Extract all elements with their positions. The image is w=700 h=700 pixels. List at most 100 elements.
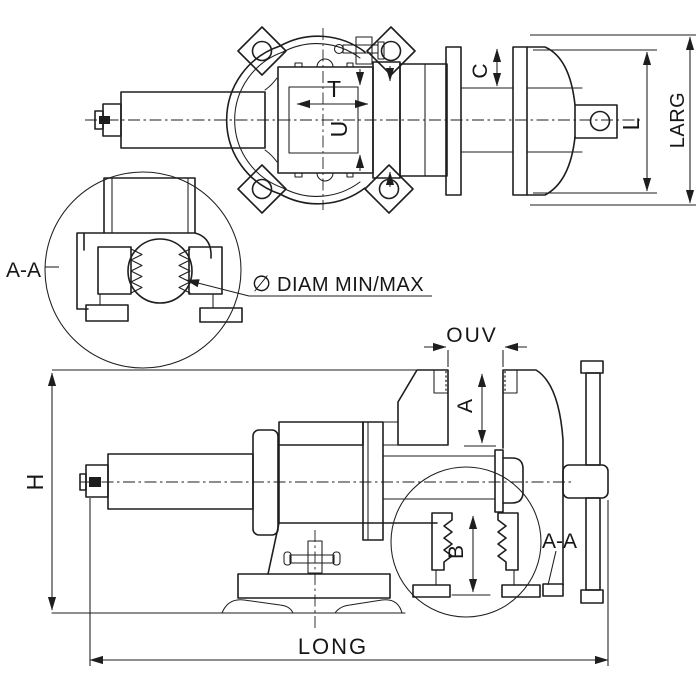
ext-lines-OUV <box>447 350 504 367</box>
top-view-dimensions: T U C L LARG <box>296 34 696 206</box>
dim-label-T: T <box>327 76 341 102</box>
rear-tongue-hole <box>589 110 611 132</box>
side-view-dimensions: OUV A B H LONG A-A <box>22 324 609 666</box>
mount-hole-bottom-left <box>251 178 273 200</box>
base-fillets <box>264 77 278 163</box>
base-top-arc-inner <box>282 43 361 59</box>
rear-anvil-tongue <box>574 104 618 139</box>
handle-knob-bottom <box>580 589 604 604</box>
top-edge-dome <box>316 58 334 68</box>
handle-rod-lower <box>585 497 601 591</box>
handle-rod-upper <box>585 372 601 466</box>
top-view: T U C L LARG <box>85 26 696 214</box>
fixed-jaw-plate <box>512 46 528 196</box>
section-jaw-legs <box>435 569 515 586</box>
movable-jaw-side <box>252 369 449 541</box>
base-bottom-arc-outer <box>279 187 366 205</box>
top-edge-pin-left <box>294 62 303 68</box>
lock-handle-block <box>355 36 373 65</box>
base-foot-curves <box>221 599 403 614</box>
movable-jaw-plate-side <box>362 421 384 541</box>
pedestal-outline <box>267 444 438 575</box>
right-wall-hook <box>194 232 212 259</box>
section-right-foot <box>501 584 541 598</box>
base-bottom-arc-inner <box>282 181 361 197</box>
dim-label-U: U <box>326 121 352 138</box>
mount-lug-bottom-right <box>364 164 414 214</box>
fixed-jaw-side <box>382 369 564 597</box>
left-jaw-teeth <box>130 248 143 294</box>
diameter-symbol: ∅ <box>252 271 271 296</box>
spindle-handle <box>562 360 609 604</box>
movable-jaw-plate <box>445 46 462 196</box>
movable-jaw-head <box>397 369 449 446</box>
mount-lug-bottom-left <box>237 164 287 214</box>
section-left-foot <box>412 584 451 598</box>
swivel-base <box>225 26 416 214</box>
section-right-jaw <box>497 512 519 571</box>
top-view-screw-handle <box>94 77 278 163</box>
diameter-callout-label: DIAM MIN/MAX <box>277 274 424 296</box>
bottom-edge-pin-right <box>346 172 354 178</box>
bottom-edge-dome <box>316 172 334 182</box>
pedestal-base <box>221 444 438 614</box>
mount-hole-top-left <box>251 40 273 62</box>
slide-bar-section <box>103 177 196 234</box>
spindle-head-block <box>562 464 609 499</box>
left-pipe-jaw-block <box>97 246 132 295</box>
screw-shaft-lines <box>382 455 496 500</box>
base-lock-rod <box>289 554 335 564</box>
dim-label-A: A <box>454 399 477 413</box>
mount-lug-top-left <box>237 26 287 76</box>
mount-hole-bottom-right <box>378 178 400 200</box>
base-lock-cap-left <box>283 551 292 566</box>
dim-label-L: L <box>618 117 644 130</box>
front-slide-block <box>252 429 279 536</box>
ext-lines-LONG <box>89 498 609 666</box>
dim-label-LARG: LARG <box>667 92 689 148</box>
ext-lines-L <box>533 49 657 194</box>
base-lock-handle <box>333 36 385 65</box>
mount-lug-top-right <box>366 26 416 76</box>
movable-jaw-insert <box>433 369 449 394</box>
section-left-jaw <box>431 512 453 571</box>
diameter-callout: ∅ DIAM MIN/MAX <box>185 271 432 297</box>
handle-nut-slot <box>99 116 110 124</box>
base-left-arc-inner <box>234 51 284 189</box>
dim-label-OUV: OUV <box>446 324 498 347</box>
base-lock-block <box>307 540 323 574</box>
movable-jaw-arm <box>399 63 448 177</box>
right-pipe-jaw-block <box>188 246 223 295</box>
detail-view-aa: A-A ∅ DIAM MIN/MAX <box>6 171 432 369</box>
fixed-jaw-body-curves <box>526 46 576 196</box>
detail-section-label: A-A <box>6 259 41 282</box>
top-view-jaws <box>399 46 618 196</box>
lock-handle-pin <box>377 41 385 60</box>
detail-balloon-circle <box>44 171 242 369</box>
pipe-jaw-section <box>76 177 243 323</box>
dim-label-LONG: LONG <box>298 634 368 659</box>
side-section-leader <box>547 550 557 586</box>
side-view-screw <box>79 453 254 510</box>
fixed-jaw-foot <box>542 583 564 597</box>
callout-leader-arrow <box>185 279 250 297</box>
side-section-label: A-A <box>542 530 577 553</box>
jaw-legs <box>99 293 214 309</box>
slide-bar-inner-lines <box>111 177 189 234</box>
bottom-edge-pin-left <box>294 172 303 178</box>
screw-flange <box>494 449 504 513</box>
base-plate <box>237 573 391 599</box>
side-view: OUV A B H LONG A-A <box>22 324 609 666</box>
side-handle-nut-slot <box>89 477 101 487</box>
dim-label-H: H <box>22 474 48 491</box>
lock-handle-ball <box>333 43 345 55</box>
side-screw-cylinder <box>107 453 254 510</box>
right-foot-pad <box>199 307 243 323</box>
fixed-jaw-insert <box>502 369 518 394</box>
left-wall-profile <box>76 232 105 310</box>
dim-label-B: B <box>445 545 468 559</box>
dim-label-C: C <box>469 63 492 78</box>
screw-boss <box>502 457 524 504</box>
